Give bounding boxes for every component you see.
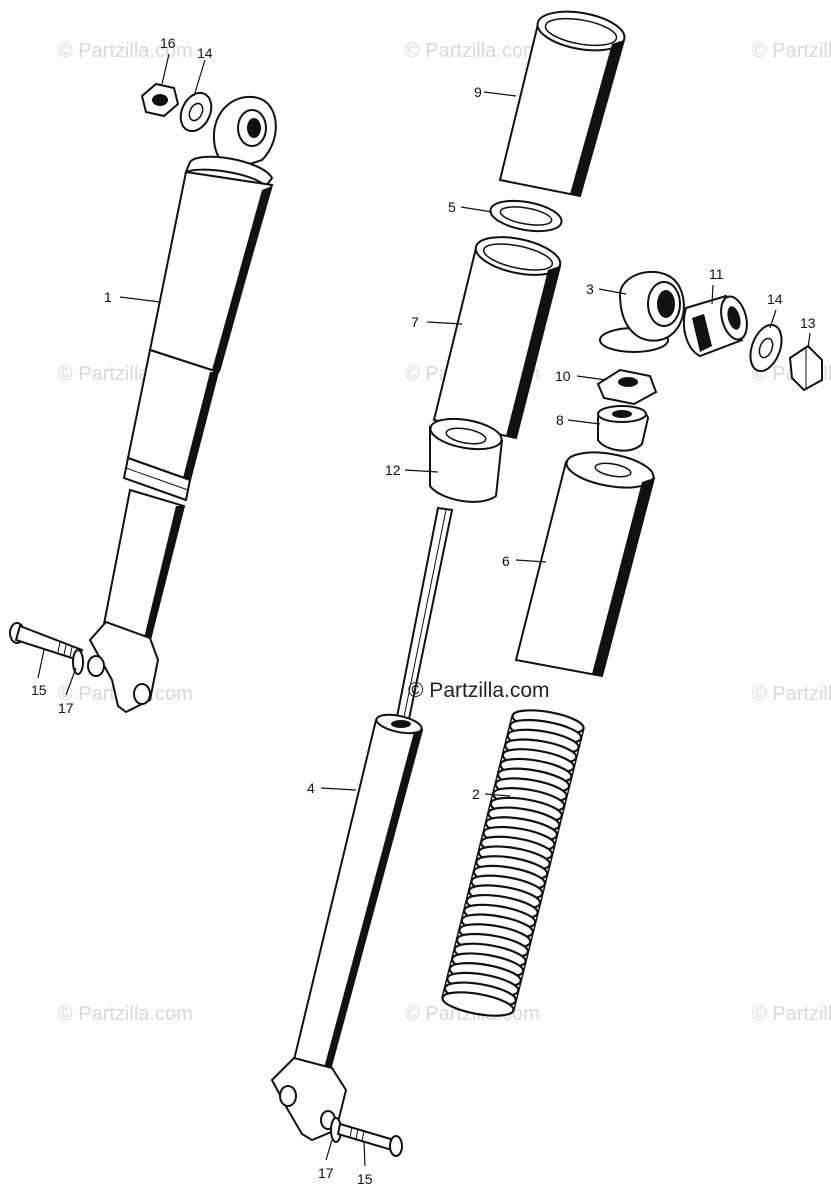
callout-labels: 16 14 1 15 17 9 5 3 7 11 14 13 10 8 12 6… [31, 35, 816, 1187]
part-8-rubber-bushing[interactable] [597, 405, 650, 452]
callout-4: 4 [307, 780, 315, 796]
callout-15: 15 [31, 682, 47, 698]
callout-3: 3 [586, 281, 594, 297]
part-9-upper-cover[interactable] [498, 6, 627, 198]
callout-15: 15 [357, 1171, 373, 1187]
part-2-spring[interactable] [441, 706, 585, 1020]
callout-1: 1 [104, 289, 112, 305]
callout-7: 7 [411, 314, 419, 330]
callout-11: 11 [709, 266, 724, 282]
part-5-ring[interactable] [488, 196, 564, 236]
part-15-bolt[interactable] [9, 622, 84, 662]
leader-lines [37, 53, 811, 1167]
callout-10: 10 [555, 368, 571, 384]
callout-14: 14 [197, 45, 213, 61]
watermark: © Partzilla.com [752, 1003, 831, 1025]
part-11-bushing[interactable] [682, 294, 751, 358]
part-3-upper-eye[interactable] [599, 270, 685, 353]
callout-9: 9 [474, 84, 482, 100]
watermark-text: © Partzilla.com [408, 679, 550, 702]
callout-2: 2 [472, 786, 480, 802]
part-6-spring-cover[interactable] [514, 447, 656, 678]
part-10-plate[interactable] [596, 368, 658, 406]
part-16-nut[interactable] [140, 82, 180, 118]
callout-6: 6 [502, 553, 510, 569]
callout-16: 16 [160, 35, 176, 51]
part-14-washer[interactable] [745, 321, 788, 376]
watermark: © Partzilla.com [752, 683, 831, 705]
watermark-center: © Partzilla.com [408, 679, 550, 702]
part-1-shock-absorber[interactable] [87, 95, 277, 714]
watermark: © Partzilla.com [58, 40, 193, 62]
watermark: © Partzilla.com [752, 40, 831, 62]
watermark: © Partzilla.com [405, 40, 540, 62]
watermark: © Partzilla.com [58, 1003, 193, 1025]
part-4-damper-body[interactable] [270, 711, 424, 1142]
part-7-lower-cover[interactable] [432, 230, 564, 440]
callout-14: 14 [767, 291, 783, 307]
callout-8: 8 [556, 412, 564, 428]
callout-17: 17 [58, 700, 74, 716]
part-14-washer[interactable] [175, 88, 217, 136]
callout-12: 12 [385, 462, 401, 478]
part-12-spring-seat[interactable] [428, 414, 504, 503]
callout-5: 5 [448, 199, 456, 215]
part-15-bolt[interactable] [336, 1122, 403, 1157]
callout-13: 13 [800, 315, 816, 331]
callout-17: 17 [318, 1165, 334, 1181]
